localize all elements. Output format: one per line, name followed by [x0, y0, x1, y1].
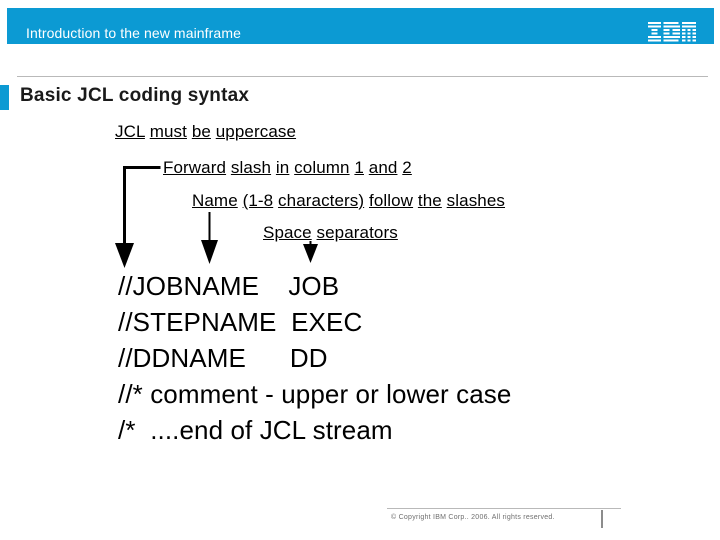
callout-name-length: Name (1-8 characters) follow the slashes — [192, 191, 506, 210]
code-line: //DDNAME DD — [118, 343, 328, 373]
callout-forward-slash: Forward slash in column 1 and 2 — [163, 158, 412, 177]
footer-divider-rule — [387, 508, 621, 509]
header-title: Introduction to the new mainframe — [26, 25, 241, 41]
code-line: //STEPNAME EXEC — [118, 307, 363, 337]
footer-copyright: © Copyright IBM Corp.. 2006. All rights … — [391, 514, 555, 521]
arrow-to-name-icon — [201, 212, 218, 264]
callout-space-separators: Space separators — [263, 223, 398, 242]
code-line: /* ....end of JCL stream — [118, 415, 393, 445]
arrow-to-space-icon — [303, 241, 318, 263]
title-accent-bar — [0, 85, 9, 110]
page-title: Basic JCL coding syntax — [20, 85, 250, 106]
jcl-code-block: //JOBNAME JOB //STEPNAME EXEC //DDNAME D… — [118, 268, 511, 448]
ibm-logo-icon — [648, 22, 696, 42]
header-bar: Introduction to the new mainframe — [7, 8, 714, 44]
callout-uppercase: JCL must be uppercase — [115, 122, 297, 141]
arrow-to-slashes-icon — [115, 166, 161, 268]
footer-page-marker — [601, 510, 603, 528]
code-line: //* comment - upper or lower case — [118, 379, 512, 409]
code-line: //JOBNAME JOB — [118, 271, 340, 301]
title-divider — [17, 76, 708, 77]
